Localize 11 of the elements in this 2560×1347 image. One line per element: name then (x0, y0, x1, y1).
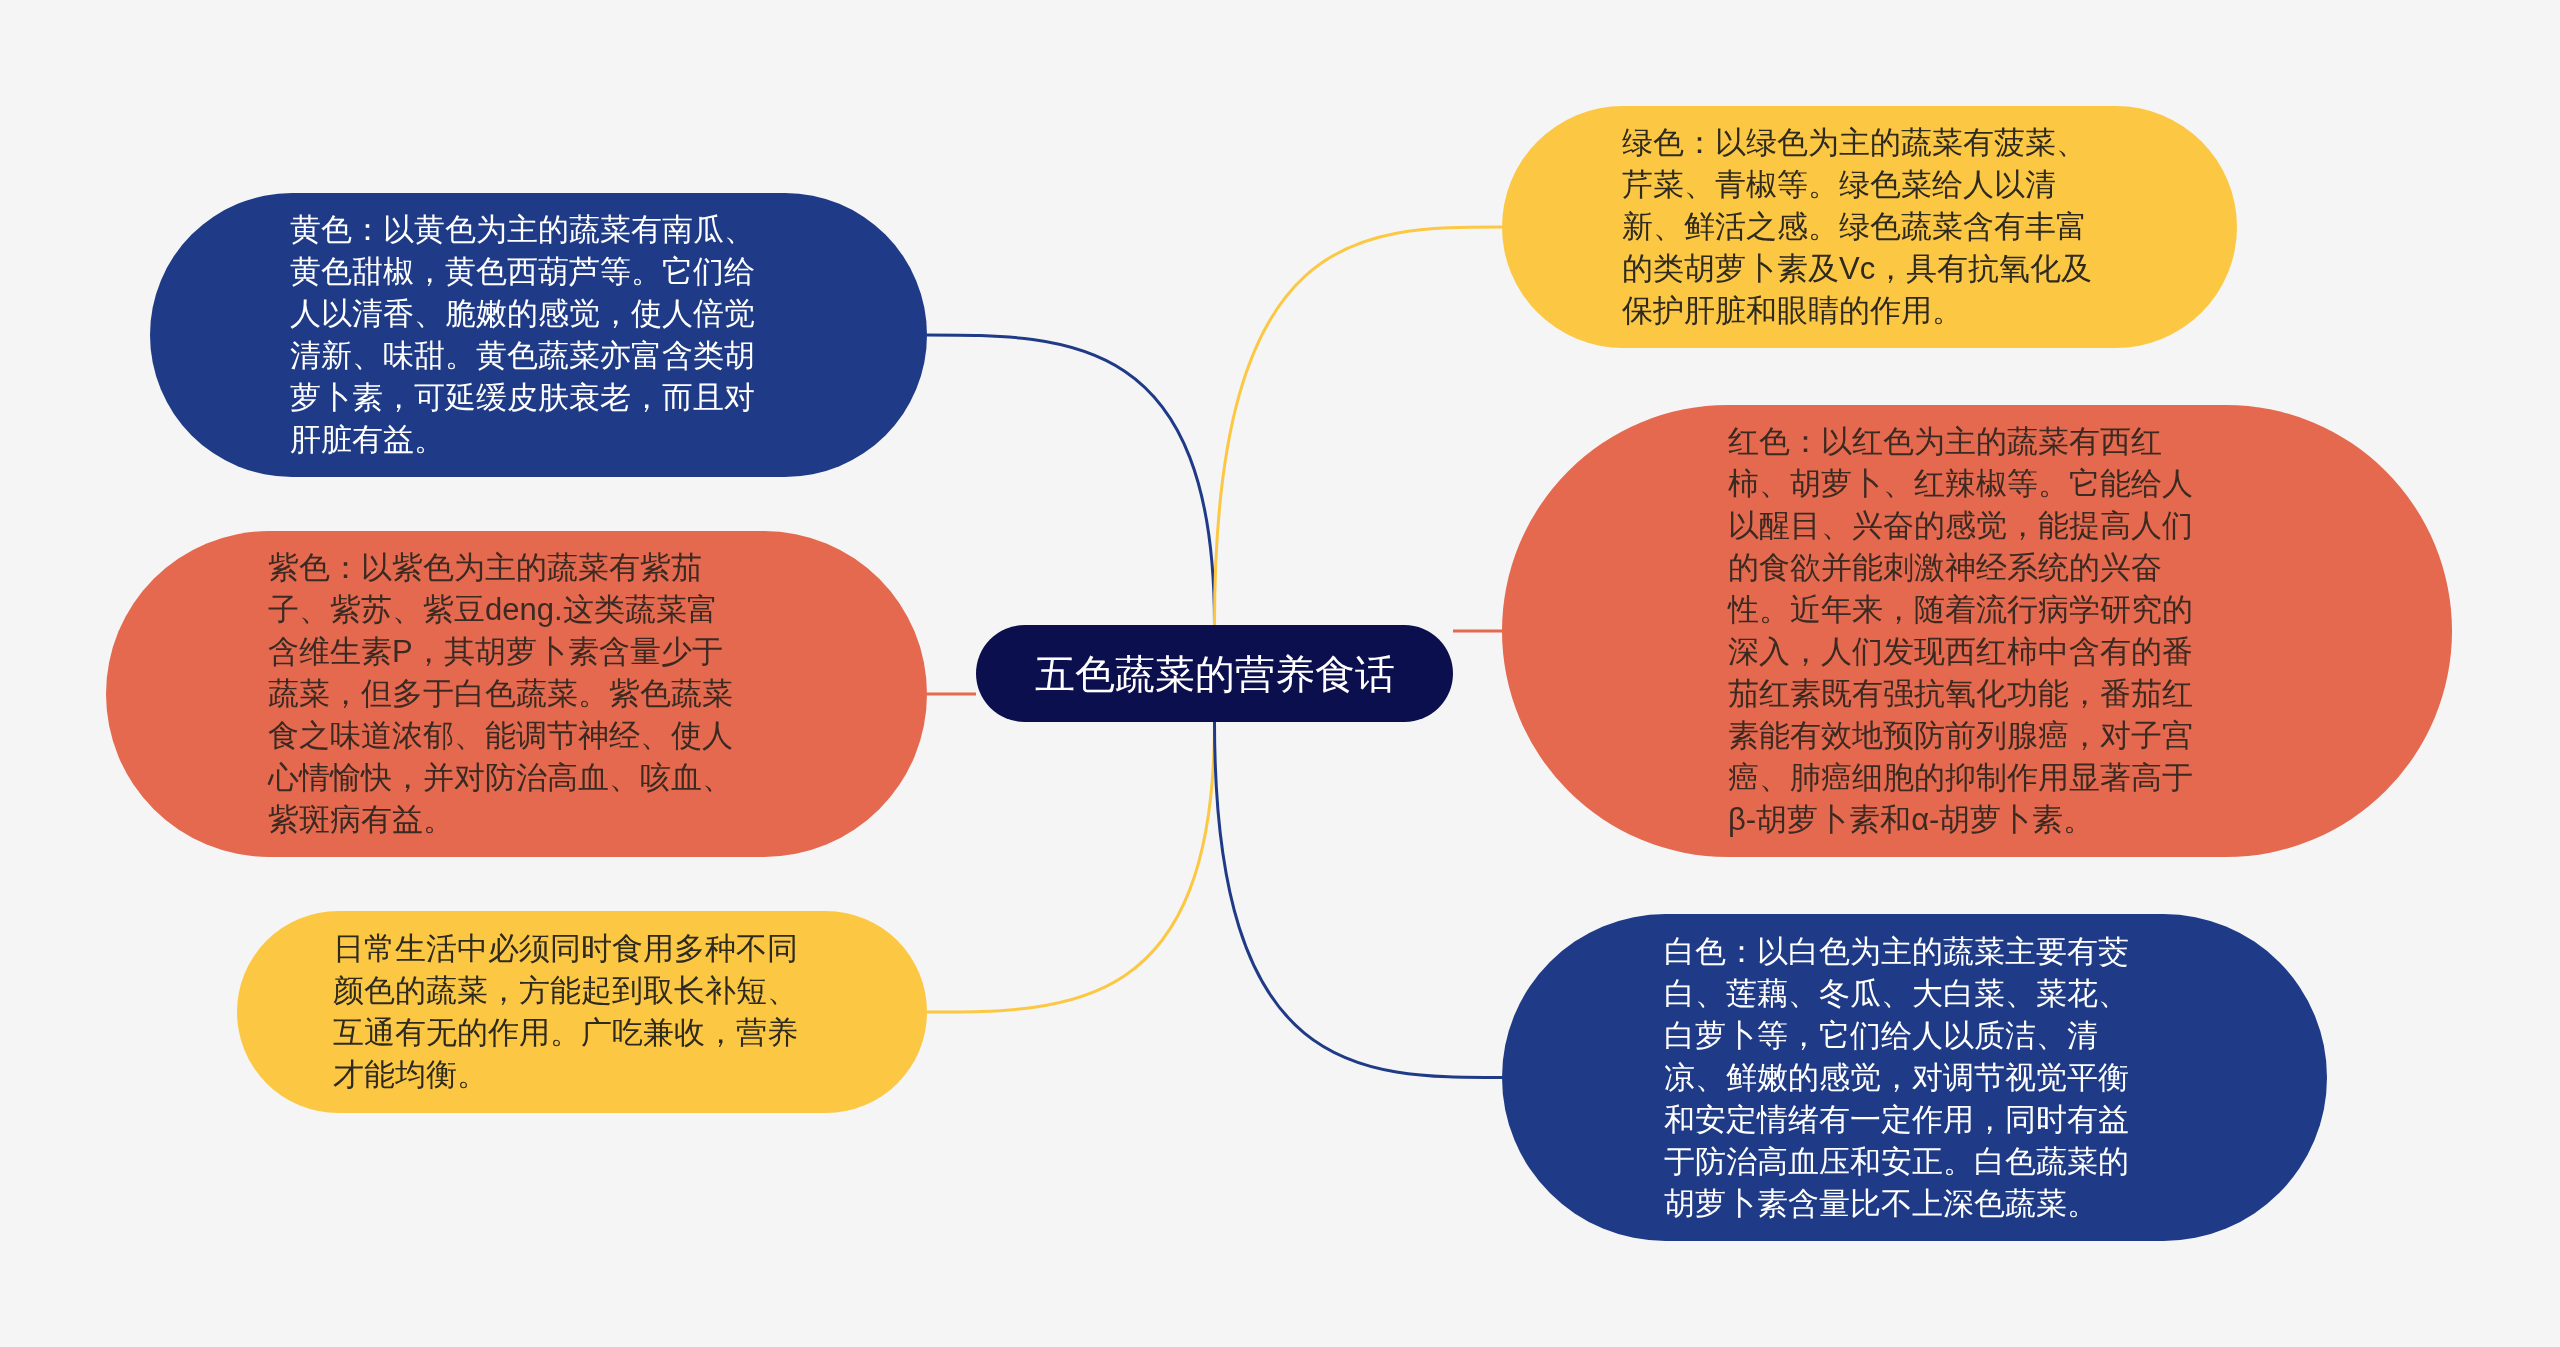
topic-description: 绿色：以绿色为主的蔬菜有菠菜、芹菜、青椒等。绿色菜给人以清新、鲜活之感。绿色蔬菜含有丰富的类胡萝卜素及Vc，具有抗氧化及保护肝脏和眼睛的作用。 (1622, 124, 2094, 330)
connector-line (927, 692, 976, 696)
connector-line (1453, 629, 1502, 633)
connector-line (1213, 225, 1502, 626)
topic-title: 五色蔬菜的营养食话 (1034, 650, 1395, 698)
topic-description: 白色：以白色为主的蔬菜主要有茭白、莲藕、冬瓜、大白菜、菜花、白萝卜等，它们给人以质洁、清凉、鲜嫩的感觉，对调节视觉平衡和安定情绪有一定作用，同时有益于防治高血压和安正。白色蔬菜的胡萝卜素含量比不上深色蔬菜。 (1664, 932, 2130, 1223)
topic-description: 紫色：以紫色为主的蔬菜有紫茄子、紫苏、紫豆deng.这类蔬菜富含维生素P，其胡萝卜素含量少于蔬菜，但多于白色蔬菜。紫色蔬菜食之味道浓郁、能调节神经、使人心情愉快，并对防治高血、咳血、紫斑病有益。 (268, 549, 734, 839)
topic-description: 日常生活中必须同时食用多种不同颜色的蔬菜，方能起到取长补短、互通有无的作用。广吃兼收，营养才能均衡。 (333, 930, 799, 1094)
topic-description: 黄色：以黄色为主的蔬菜有南瓜、黄色甜椒，黄色西葫芦等。它们给人以清香、脆嫩的感觉，使人倍觉清新、味甜。黄色蔬菜亦富含类胡萝卜素，可延缓皮肤衰老，而且对肝脏有益。 (290, 211, 756, 459)
topic-description: 红色：以红色为主的蔬菜有西红柿、胡萝卜、红辣椒等。它能给人以醒目、兴奋的感觉，能提高人们的食欲并能刺激神经系统的兴奋性。近年来，随着流行病学研究的深入，人们发现西红柿中含有的番茄红素既有强抗氧化功能，番茄红素能有效地预防前列腺癌，对子宫癌、肺癌细胞的抑制作用显著高于β-胡萝卜素和α-胡萝卜素。 (1728, 423, 2194, 839)
connector-line (1213, 721, 1502, 1079)
